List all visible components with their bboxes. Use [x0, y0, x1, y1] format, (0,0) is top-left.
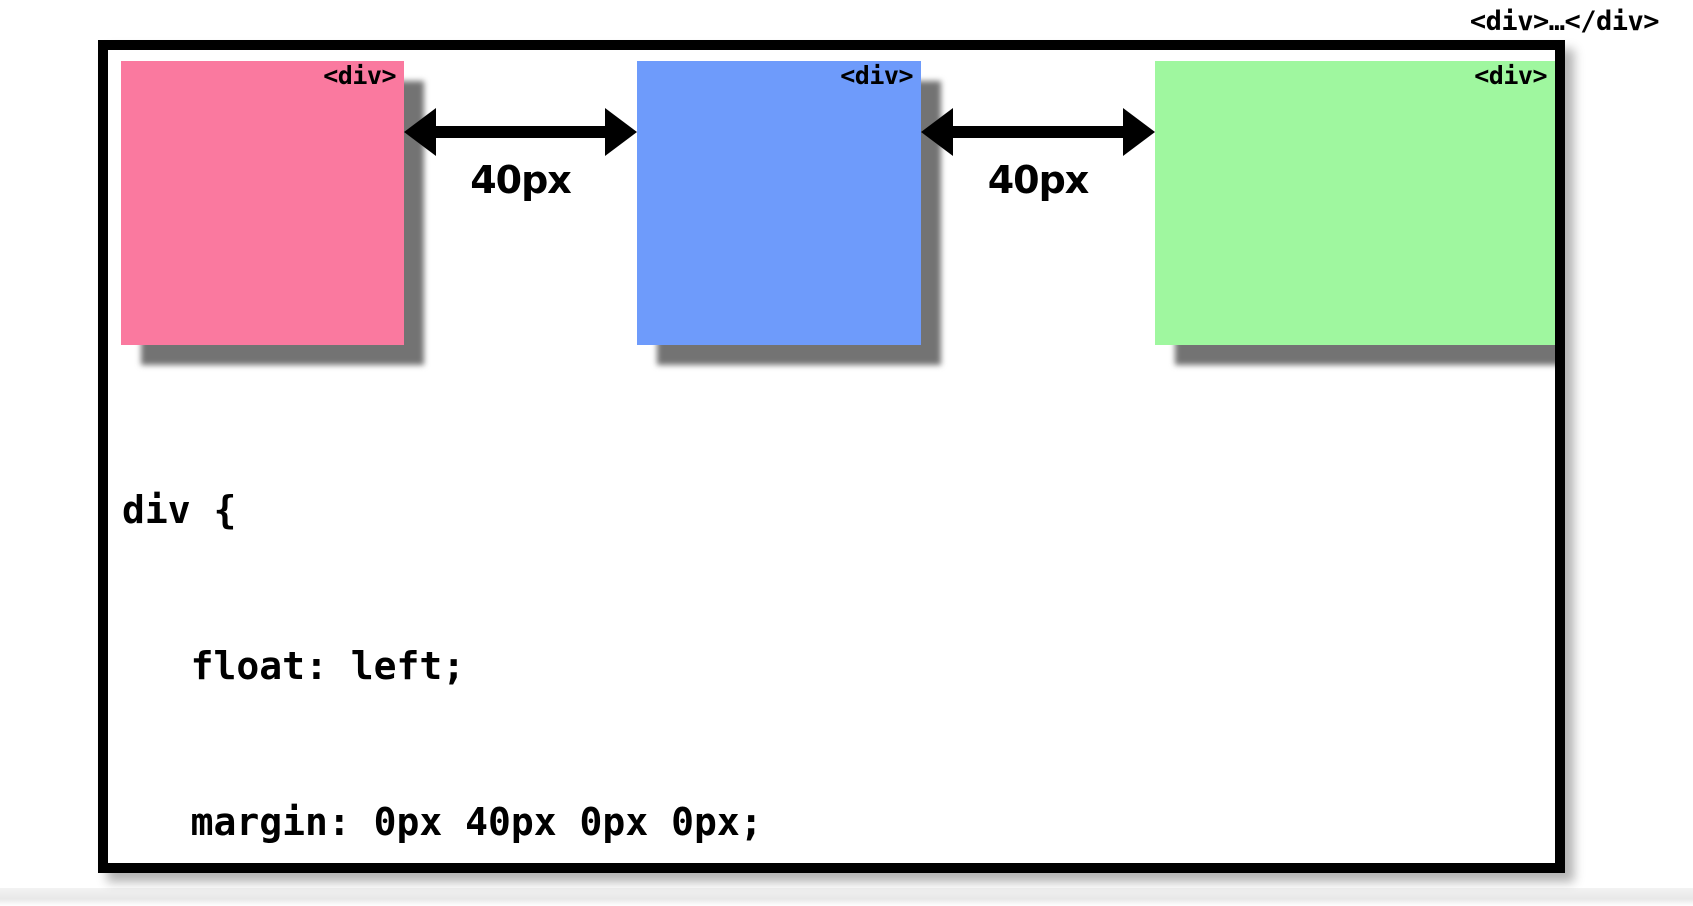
green-box-label: <div>	[1474, 61, 1547, 90]
margin-arrow-2-label: 40px	[987, 158, 1090, 202]
page-bottom-band	[0, 888, 1693, 906]
margin-arrow-1-label: 40px	[470, 158, 572, 202]
blue-box: <div>	[637, 61, 921, 345]
blue-box-label: <div>	[840, 61, 913, 90]
code-line: float: left;	[122, 644, 466, 688]
pink-box-label: <div>	[323, 61, 396, 90]
margin-arrow-1: 40px	[404, 102, 637, 202]
margin-arrow-2: 40px	[921, 102, 1155, 202]
code-line: margin: 0px 40px 0px 0px;	[122, 800, 763, 844]
green-box: <div>	[1155, 61, 1555, 345]
render-frame: <div> <div> <div> 40px 40px	[98, 40, 1565, 873]
render-frame-inner: <div> <div> <div> 40px 40px	[108, 50, 1555, 863]
arrow-head-right-icon	[1123, 108, 1155, 156]
code-line: div {	[122, 488, 237, 532]
pink-box: <div>	[121, 61, 404, 345]
arrow-shaft	[947, 126, 1129, 138]
arrow-shaft	[430, 126, 611, 138]
arrow-head-right-icon	[605, 108, 637, 156]
parent-container-caption: <div>…</div>	[1469, 6, 1660, 37]
boxes-layer: <div> <div> <div> 40px 40px	[108, 50, 1555, 380]
css-code-block: div { float: left; margin: 0px 40px 0px …	[122, 380, 1522, 863]
